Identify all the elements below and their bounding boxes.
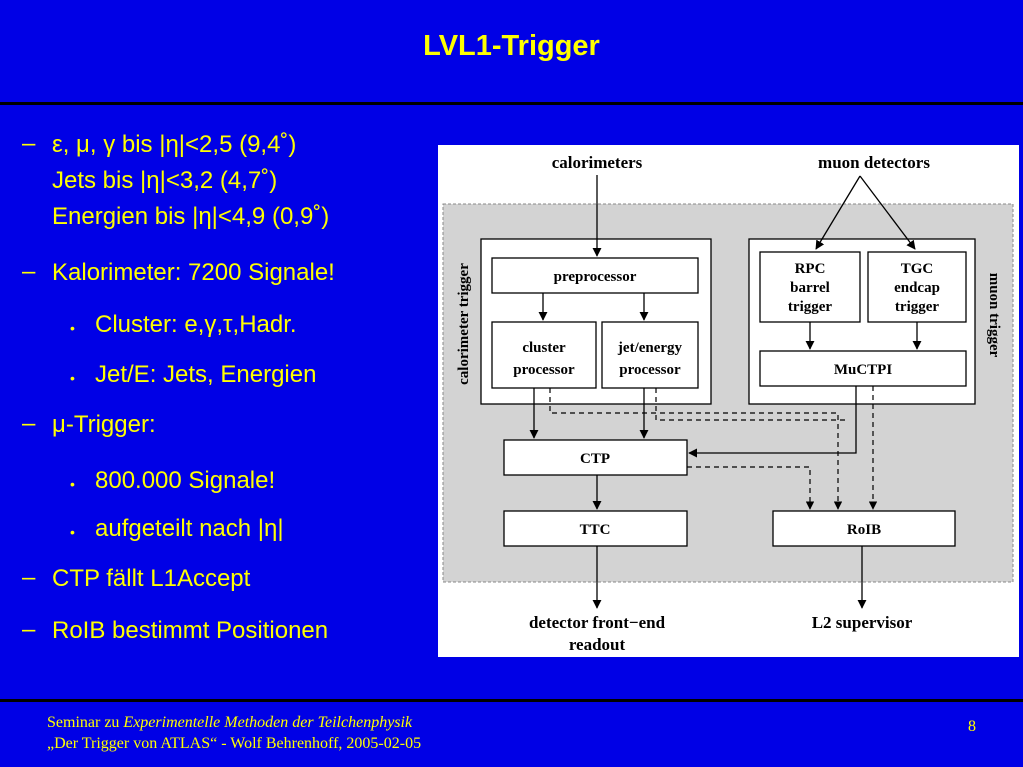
trigger-diagram: calorimeters muon detectors calorimeter … bbox=[438, 145, 1019, 657]
tgc-trigger-label: trigger bbox=[895, 299, 939, 315]
frontend-readout-label: readout bbox=[569, 635, 626, 654]
arrow-muctpi-ctp bbox=[688, 386, 857, 458]
footer-prefix: Seminar zu bbox=[47, 714, 124, 731]
bullet-line: 800.000 Signale! bbox=[95, 467, 276, 494]
rpc-trigger-label: RPC bbox=[795, 261, 826, 277]
bullet-marker: – bbox=[22, 130, 36, 157]
bullet-line: μ-Trigger: bbox=[52, 411, 156, 438]
frontend-readout-label: detector front−end bbox=[529, 613, 666, 632]
muon-trigger-label: muon trigger bbox=[986, 273, 1002, 358]
dashed-cluster-roib bbox=[549, 388, 843, 510]
bullet-line: CTP fällt L1Accept bbox=[52, 565, 251, 592]
cluster-processor-box bbox=[491, 321, 597, 389]
footer: Seminar zu Experimentelle Methoden der T… bbox=[47, 712, 421, 754]
bullet-line: Cluster: e,γ,τ,Hadr. bbox=[95, 311, 297, 338]
ttc-box bbox=[503, 510, 688, 547]
muctpi-box bbox=[759, 350, 967, 387]
calorimeters-label: calorimeters bbox=[552, 153, 643, 172]
ttc-label: TTC bbox=[580, 522, 611, 538]
roib-box bbox=[772, 510, 956, 547]
subbullet-marker: • bbox=[70, 370, 75, 386]
jet-energy-processor-box bbox=[601, 321, 699, 389]
footer-line-1: Seminar zu Experimentelle Methoden der T… bbox=[47, 712, 421, 733]
muctpi-label: MuCTPI bbox=[834, 362, 893, 378]
preprocessor-box bbox=[491, 257, 699, 294]
slide-title: LVL1-Trigger bbox=[423, 30, 600, 62]
dashed-jet-roib bbox=[655, 388, 846, 421]
cluster-processor-label: cluster bbox=[522, 340, 566, 356]
arrow-muon-tgc bbox=[859, 175, 916, 250]
bullet-marker: – bbox=[22, 258, 36, 285]
bullet-line: Jets bis |η|<3,2 (4,7˚) bbox=[52, 167, 278, 194]
jet-energy-processor-label: processor bbox=[619, 362, 681, 378]
bullet-line: ε, μ, γ bis |η|<2,5 (9,4˚) bbox=[52, 131, 297, 158]
tgc-trigger-label: TGC bbox=[901, 261, 934, 277]
bullet-line: Kalorimeter: 7200 Signale! bbox=[52, 259, 335, 286]
ctp-box bbox=[503, 439, 688, 476]
bullet-line: RoIB bestimmt Positionen bbox=[52, 617, 329, 644]
footer-divider bbox=[0, 699, 1023, 702]
bullet-marker: – bbox=[22, 564, 36, 591]
bullet-marker: – bbox=[22, 410, 36, 437]
tgc-trigger-label: endcap bbox=[894, 280, 940, 296]
arrow-muon-rpc bbox=[815, 175, 861, 250]
title-divider bbox=[0, 102, 1023, 105]
bullet-line: Jet/E: Jets, Energien bbox=[95, 361, 317, 388]
muon-detectors-label: muon detectors bbox=[818, 153, 930, 172]
jet-energy-processor-label: jet/energy bbox=[617, 340, 683, 356]
cluster-processor-label: processor bbox=[513, 362, 575, 378]
preprocessor-label: preprocessor bbox=[554, 269, 637, 285]
l2-supervisor-label: L2 supervisor bbox=[812, 613, 913, 632]
rpc-trigger-label: barrel bbox=[790, 280, 830, 296]
subbullet-marker: • bbox=[70, 476, 75, 492]
subbullet-marker: • bbox=[70, 524, 75, 540]
dashed-ctp-roib bbox=[687, 466, 815, 510]
calorimeter-trigger-label: calorimeter trigger bbox=[456, 263, 472, 385]
ctp-label: CTP bbox=[580, 451, 610, 467]
bullet-marker: – bbox=[22, 616, 36, 643]
footer-seminar-title: Experimentelle Methoden der Teilchenphys… bbox=[123, 714, 413, 731]
footer-line-2: „Der Trigger von ATLAS“ - Wolf Behrenhof… bbox=[47, 735, 422, 752]
bullet-line: Energien bis |η|<4,9 (0,9˚) bbox=[52, 203, 330, 230]
page-number: 8 bbox=[968, 718, 976, 735]
rpc-trigger-label: trigger bbox=[788, 299, 832, 315]
bullet-line: aufgeteilt nach |η| bbox=[95, 515, 284, 542]
subbullet-marker: • bbox=[70, 320, 75, 336]
roib-label: RoIB bbox=[847, 522, 881, 538]
